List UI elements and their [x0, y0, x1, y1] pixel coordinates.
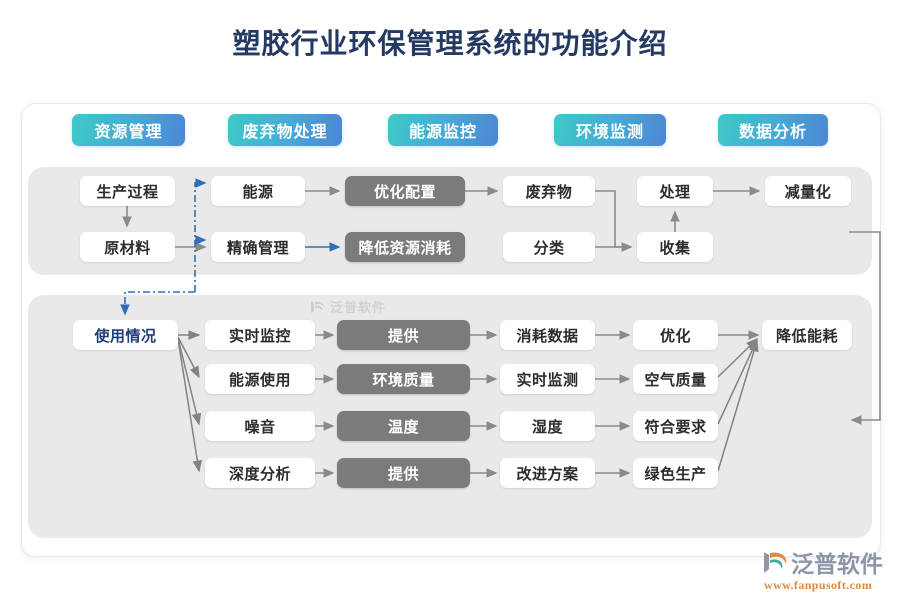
brand-name: 泛普软件	[791, 552, 883, 577]
panel-2-node-m16[interactable]: 改进方案	[500, 458, 595, 488]
panel-2-node-m6[interactable]: 能源使用	[205, 364, 315, 394]
panel-1-node-n5[interactable]: 优化配置	[345, 176, 465, 206]
panel-1-node-n8[interactable]: 分类	[503, 232, 595, 262]
panel-2-node-m9[interactable]: 空气质量	[633, 364, 718, 394]
panel-2-node-m10[interactable]: 噪音	[205, 411, 315, 441]
panel-2-node-m15[interactable]: 提供	[337, 458, 470, 488]
panel-1-node-n4[interactable]: 精确管理	[211, 232, 305, 262]
panel-2-node-m0[interactable]: 使用情况	[73, 320, 178, 350]
fanpu-logo-icon	[764, 551, 787, 573]
panel-2-node-m14[interactable]: 深度分析	[205, 458, 315, 488]
category-tab-bar: 资源管理 废弃物处理 能源监控 环境监测 数据分析	[21, 114, 879, 148]
panel-2-node-m7[interactable]: 环境质量	[337, 364, 470, 394]
panel-2-node-m12[interactable]: 湿度	[500, 411, 595, 441]
panel-1-node-n6[interactable]: 降低资源消耗	[345, 232, 465, 262]
tab-5[interactable]: 数据分析	[718, 114, 828, 146]
tab-2[interactable]: 废弃物处理	[228, 114, 342, 146]
panel-1-node-n7[interactable]: 废弃物	[503, 176, 595, 206]
panel-2-node-m4[interactable]: 优化	[633, 320, 718, 350]
panel-1-node-n11[interactable]: 减量化	[765, 176, 851, 206]
panel-2-node-m5[interactable]: 降低能耗	[762, 320, 852, 350]
panel-2-node-m2[interactable]: 提供	[337, 320, 470, 350]
tab-4[interactable]: 环境监测	[554, 114, 666, 146]
watermark: 泛普软件	[310, 297, 386, 316]
panel-2-node-m13[interactable]: 符合要求	[633, 411, 718, 441]
panel-1-node-n10[interactable]: 收集	[637, 232, 713, 262]
tab-3[interactable]: 能源监控	[388, 114, 498, 146]
panel-2-node-m17[interactable]: 绿色生产	[633, 458, 718, 488]
panel-1-node-n1[interactable]: 生产过程	[80, 176, 175, 206]
page-title: 塑胶行业环保管理系统的功能介绍	[232, 29, 668, 60]
panel-1-node-n3[interactable]: 能源	[211, 176, 305, 206]
panel-2-node-m3[interactable]: 消耗数据	[500, 320, 595, 350]
brand-logo: 泛普软件 www.fanpusoft.com	[762, 545, 892, 592]
brand-mark-icon	[311, 300, 325, 313]
watermark-text: 泛普软件	[330, 300, 387, 315]
panel-1-node-n2[interactable]: 原材料	[80, 232, 175, 262]
panel-2-node-m8[interactable]: 实时监测	[500, 364, 595, 394]
brand-url: www.fanpusoft.com	[764, 578, 873, 592]
tab-1[interactable]: 资源管理	[72, 114, 185, 146]
panel-2-node-m11[interactable]: 温度	[337, 411, 470, 441]
panel-1-node-n9[interactable]: 处理	[637, 176, 713, 206]
panel-2-node-m1[interactable]: 实时监控	[205, 320, 315, 350]
